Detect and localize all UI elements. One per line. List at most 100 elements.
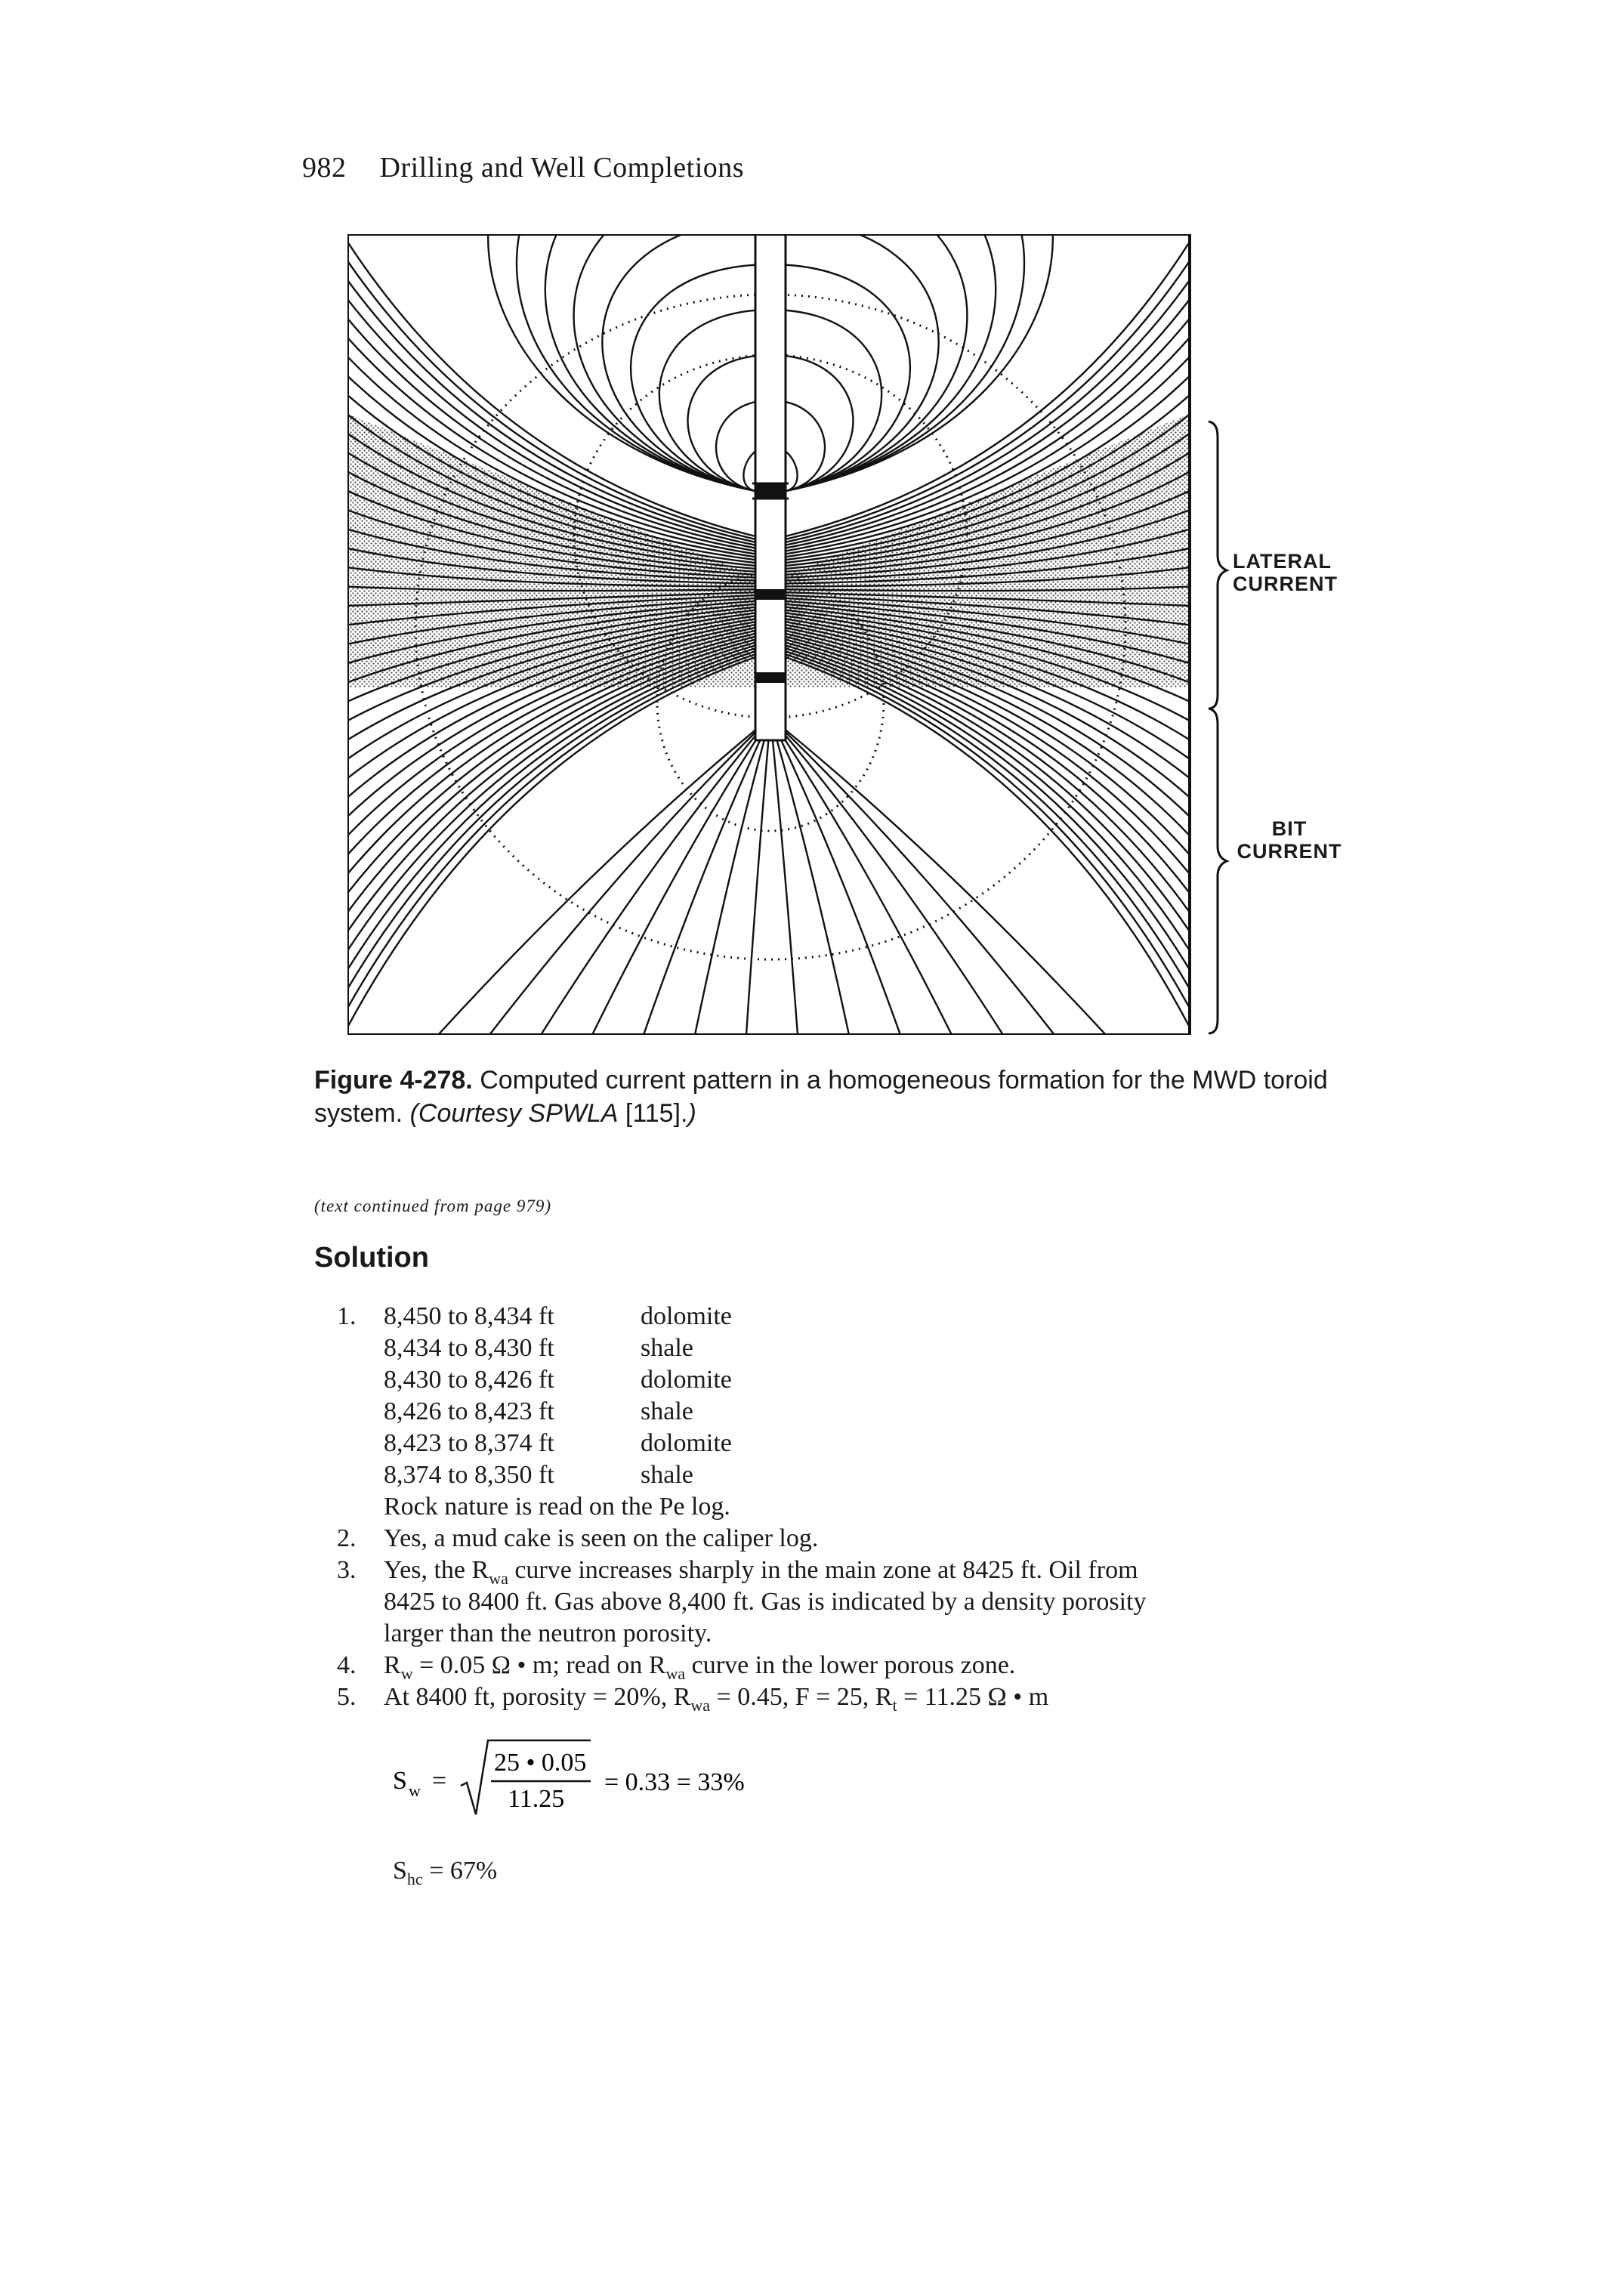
running-title: Drilling and Well Completions (379, 152, 745, 184)
dotted-equipotential-circles (414, 293, 1127, 961)
current-line-left (347, 641, 756, 932)
interval-to: 8,430 (474, 1334, 533, 1362)
current-line-left (347, 638, 756, 913)
subscript: wa (690, 1695, 711, 1715)
current-line-right (785, 375, 1190, 558)
current-line-right (785, 629, 1190, 856)
current-line-left (347, 508, 756, 579)
current-line-left (347, 650, 756, 990)
list-item: 3.Yes, the Rwa curve increases sharply i… (337, 1555, 1394, 1588)
current-line-left (347, 337, 756, 552)
current-line-left (347, 606, 756, 702)
current-line-left (347, 618, 756, 780)
current-line-left (347, 620, 756, 798)
current-line-right (785, 594, 1190, 626)
bit-current-line (489, 717, 771, 1035)
item-text: At 8400 ft, porosity = 20%, R (384, 1683, 691, 1711)
sw-subscript: w (409, 1781, 421, 1800)
interval-from: 8,374 (384, 1461, 442, 1489)
caption-close: ) (687, 1099, 696, 1128)
bit-current-line (437, 717, 771, 1035)
equipotential-outer (414, 293, 1127, 961)
interval-from: 8,430 (384, 1366, 442, 1394)
current-line-right (785, 647, 1190, 971)
bit-current-line (591, 717, 772, 1035)
subscript: t (892, 1695, 897, 1715)
current-line-left (347, 647, 756, 971)
current-line-right (785, 528, 1190, 582)
item-number: 5. (337, 1683, 357, 1711)
current-line-left (347, 241, 756, 538)
current-line-right (785, 432, 1190, 567)
rock-type: shale (641, 1397, 693, 1425)
current-line-right (785, 635, 1190, 894)
current-pattern-figure (347, 234, 1230, 1035)
interval-unit: ft (538, 1366, 554, 1394)
interval-from: 8,423 (384, 1429, 442, 1457)
bit-label-line1: BIT (1271, 817, 1308, 840)
shc-value: = 67% (429, 1857, 498, 1885)
current-line-left (347, 489, 756, 576)
interval-to: 8,423 (474, 1397, 533, 1425)
interval-to: 8,434 (474, 1302, 533, 1330)
item-text: = 0.05 Ω • m; read on R (412, 1651, 666, 1679)
item-text: R (384, 1651, 401, 1679)
item-text: curve increases sharply in the main zone… (508, 1556, 1138, 1584)
item-text: Yes, the R (384, 1556, 489, 1584)
lateral-current-label: LATERAL CURRENT (1233, 550, 1338, 595)
page-number: 982 (302, 152, 347, 184)
interval-to: 8,374 (474, 1429, 533, 1457)
current-loop (573, 234, 968, 493)
current-loop (601, 234, 940, 493)
sw-denominator: 11.25 (508, 1785, 564, 1813)
interval-from: 8,450 (384, 1302, 442, 1330)
current-line-right (785, 260, 1190, 541)
current-line-right (785, 413, 1190, 564)
current-line-left (347, 626, 756, 837)
current-line-right (785, 650, 1190, 990)
interval-to: 8,426 (474, 1366, 533, 1394)
sw-numerator: 25 • 0.05 (494, 1749, 586, 1777)
current-line-left (347, 615, 756, 760)
current-line-right (785, 656, 1190, 1028)
current-line-right (785, 241, 1190, 538)
current-line-left (347, 629, 756, 856)
current-line-right (785, 591, 1190, 607)
current-loop (515, 234, 1026, 493)
current-line-right (785, 618, 1190, 780)
current-line-right (785, 337, 1190, 552)
current-line-right (785, 653, 1190, 1009)
item-text: Yes, a mud cake is seen on the caliper l… (384, 1524, 819, 1552)
item-number: 3. (337, 1556, 357, 1584)
item-number: 4. (337, 1651, 357, 1679)
rock-type: shale (641, 1461, 693, 1489)
list-item: 4.Rw = 0.05 Ω • m; read on Rwa curve in … (337, 1650, 1394, 1683)
list-item: Rock nature is read on the Pe log. (337, 1491, 1394, 1523)
current-line-right (785, 489, 1190, 576)
current-line-left (347, 623, 756, 817)
bit-current-line (769, 717, 902, 1035)
current-line-left (347, 594, 756, 626)
bit-current-line (769, 717, 851, 1035)
list-item: 2.Yes, a mud cake is seen on the caliper… (337, 1523, 1394, 1555)
current-line-right (785, 638, 1190, 913)
subscript: w (400, 1663, 413, 1683)
item-number: 1. (337, 1302, 357, 1330)
list-item: 8425 to 8400 ft. Gas above 8,400 ft. Gas… (337, 1586, 1394, 1618)
current-line-right (785, 585, 1190, 592)
current-line-left (347, 635, 756, 894)
bit-current-line (769, 717, 799, 1035)
lateral-current-brace (1208, 420, 1230, 710)
current-line-left (347, 317, 756, 549)
current-line-left (347, 528, 756, 582)
current-line-left (347, 547, 756, 585)
sw-symbol: S (393, 1767, 407, 1795)
interval-from: 8,434 (384, 1334, 442, 1362)
lateral-label-line1: LATERAL (1233, 550, 1332, 573)
current-line-left (347, 632, 756, 875)
current-line-right (785, 600, 1190, 665)
bit-current-line (539, 717, 771, 1035)
current-line-right (785, 609, 1190, 722)
